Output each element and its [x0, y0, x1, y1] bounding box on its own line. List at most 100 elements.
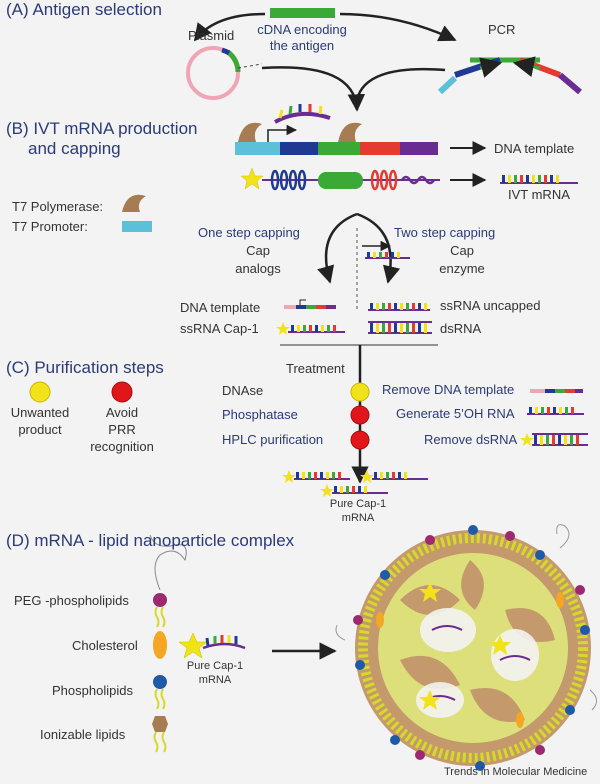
polya-tail-icon	[400, 175, 436, 185]
panel-c-graphics	[29, 345, 588, 497]
plasmid-insert-blue	[221, 47, 231, 56]
plasmid-insert	[226, 50, 241, 73]
remove-dsrna-label: Remove dsRNA	[424, 432, 518, 447]
ssrna-cap1-icon	[276, 322, 345, 335]
unwanted-label-2: product	[18, 422, 62, 437]
legend-promoter-icon	[122, 221, 152, 232]
dnase-dot-icon	[350, 382, 370, 402]
section-c-title: (C) Purification steps	[6, 358, 164, 377]
phosphatase-label: Phosphatase	[222, 407, 298, 422]
t7-polymerase-label: T7 Polymerase:	[12, 199, 104, 214]
section-b-title-line1: (B) IVT mRNA production	[6, 119, 198, 138]
dsrna-icon	[368, 321, 432, 334]
ssrna-uncapped-label: ssRNA uncapped	[440, 298, 541, 313]
cholesterol-icon	[153, 631, 167, 659]
pure-mrna-label-2: mRNA	[341, 512, 375, 524]
arrow-two-step	[356, 212, 401, 284]
template-red	[360, 142, 400, 155]
panel-d-graphics	[149, 524, 597, 771]
ssrna-cap1-label: ssRNA Cap-1	[180, 321, 259, 336]
arrow-merge-right	[355, 67, 446, 101]
cap-enzyme-label-2: enzyme	[439, 261, 485, 276]
removed-dna-template-icon	[530, 389, 583, 393]
nascent-rna-icon	[274, 104, 331, 124]
two-step-label: Two step capping	[394, 225, 496, 240]
t7-promoter-label: T7 Promoter:	[12, 219, 88, 234]
phospholipids-label: Phospholipids	[52, 683, 133, 698]
ionizable-tails	[153, 731, 167, 753]
generate-5oh-label: Generate 5’OH RNA	[396, 406, 515, 421]
plasmid-icon	[186, 46, 240, 100]
cap-analogs-label-1: Cap	[246, 243, 270, 258]
template-purple	[400, 142, 438, 155]
polymerase-icon	[238, 122, 262, 142]
cdna-bar	[270, 8, 335, 18]
cdna-label-line2: the antigen	[269, 38, 335, 53]
panel-a-graphics	[186, 8, 582, 112]
orf-icon	[318, 172, 363, 189]
unwanted-label-1: Unwanted	[10, 405, 70, 420]
cap-star-icon	[240, 167, 264, 190]
ssrna-uncapped-icon	[368, 303, 430, 311]
ivt-mrna-label: IVT mRNA	[508, 187, 570, 202]
cap-enzyme-label-1: Cap	[450, 243, 474, 258]
journal-credit: Trends in Molecular Medicine	[444, 766, 588, 778]
utr-3-icon	[370, 169, 398, 191]
avoid-label-2: PRR	[108, 422, 136, 437]
pure-mrna-label-1: Pure Cap-1	[329, 498, 387, 510]
cdna-label-line1: cDNA encoding	[257, 22, 347, 37]
avoid-label-3: recognition	[90, 439, 154, 454]
phospholipid-head-icon	[153, 675, 167, 689]
template-promoter	[235, 142, 280, 155]
pure-mrna-stack-icon	[282, 470, 428, 497]
polymerase-icon-2	[338, 122, 362, 142]
transcription-arrow	[267, 124, 298, 142]
peg-label: PEG -phospholipids	[14, 593, 129, 608]
avoid-label-1: Avoid	[105, 405, 139, 420]
pure-mrna-d-icon	[178, 632, 246, 659]
legend-polymerase-icon	[122, 194, 146, 212]
peg-tails	[154, 606, 166, 628]
ionizable-head-icon	[152, 716, 168, 732]
plasmid-dash	[237, 63, 263, 69]
arrow-to-plasmid	[193, 12, 266, 42]
arrow-to-pcr	[339, 12, 457, 42]
dnase-label: DNAse	[222, 383, 264, 398]
phospholipid-tails	[154, 688, 166, 710]
section-d-title: (D) mRNA - lipid nanoparticle complex	[6, 531, 295, 550]
remove-dna-label: Remove DNA template	[382, 382, 515, 397]
cap-analogs-label-2: analogs	[235, 261, 281, 276]
hplc-label: HPLC purification	[222, 432, 324, 447]
pcr-label: PCR	[488, 22, 516, 37]
cap-enzyme-rna-icon	[365, 252, 410, 259]
one-step-label: One step capping	[198, 225, 300, 240]
section-b-title-line2: and capping	[28, 139, 121, 158]
unwanted-dot-icon	[29, 381, 51, 403]
template-blue	[280, 142, 318, 155]
pure-mrna-d-label-1: Pure Cap-1	[186, 660, 244, 672]
phosphatase-dot-icon	[350, 405, 370, 425]
removed-dsrna-icon	[520, 433, 588, 446]
dsrna-label: dsRNA	[440, 321, 482, 336]
plasmid-label: Plasmid	[188, 28, 235, 43]
template-green	[318, 142, 360, 155]
hplc-dot-icon	[350, 430, 370, 450]
dna-template-small-icon	[284, 299, 336, 309]
ivt-mrna-icon	[500, 175, 578, 184]
dna-template-label: DNA template	[494, 141, 575, 156]
oh-rna-icon	[527, 407, 584, 415]
pure-mrna-d-label-2: mRNA	[198, 674, 232, 686]
peg-head-icon	[153, 593, 167, 607]
treatment-label: Treatment	[286, 361, 345, 376]
avoid-dot-icon	[111, 381, 133, 403]
pcr-icon	[437, 56, 582, 95]
panel-b-graphics	[122, 104, 578, 346]
arrow-one-step	[317, 212, 358, 284]
utr-5-icon	[270, 169, 307, 191]
arrow-merge	[261, 66, 366, 112]
peg-chain-icon	[149, 534, 187, 591]
dna-template-2-label: DNA template	[180, 300, 261, 315]
cholesterol-label: Cholesterol	[72, 638, 138, 653]
